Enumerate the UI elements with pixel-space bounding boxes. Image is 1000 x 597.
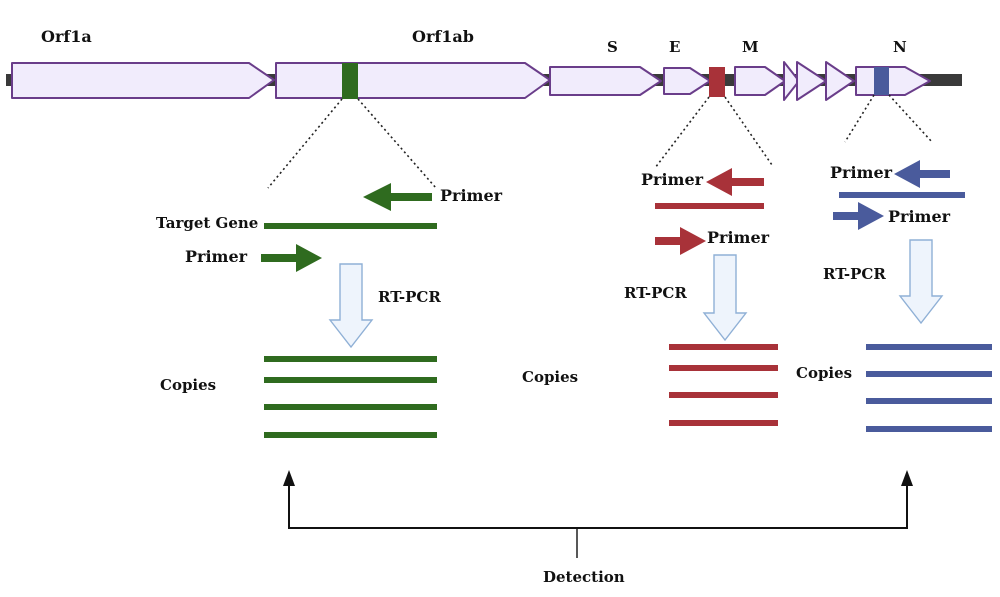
zoom-line-e-left — [654, 96, 710, 169]
assay-e: Primer Primer RT-PCR Copies — [522, 168, 778, 426]
amplicon-copy — [264, 377, 437, 383]
copies-label: Copies — [522, 368, 578, 386]
reverse-primer-arrow-icon — [894, 160, 950, 188]
amplicon-copy — [264, 404, 437, 410]
target-gene-strand — [839, 192, 965, 198]
gene-orf-small-3-block — [825, 61, 855, 101]
forward-primer-label: Primer — [707, 228, 770, 247]
gene-label-orf1a: Orf1a — [41, 27, 92, 46]
target-marker-e — [709, 67, 725, 97]
gene-n-block — [855, 66, 931, 96]
amplicon-copy — [264, 356, 437, 362]
gene-label-e: E — [669, 38, 680, 56]
target-gene-strand — [655, 203, 764, 209]
rt-pcr-label: RT-PCR — [823, 265, 886, 283]
detection-arrowhead-left-icon — [283, 470, 295, 486]
amplicon-copy — [866, 344, 992, 350]
detection-line — [288, 484, 908, 529]
gene-orf1a-block — [11, 62, 275, 99]
forward-primer-arrow-icon — [833, 202, 884, 230]
amplicon-copies — [866, 344, 992, 432]
gene-label-s: S — [607, 38, 618, 56]
detection-arrowhead-right-icon — [901, 470, 913, 486]
assay-n: Primer Primer RT-PCR Copies — [796, 160, 992, 432]
gene-e-block — [663, 67, 711, 95]
forward-primer-arrow-icon — [655, 227, 706, 255]
amplicon-copy — [866, 426, 992, 432]
target-gene-label: Target Gene — [156, 214, 258, 232]
gene-m-block — [734, 66, 786, 96]
amplicon-copy — [866, 398, 992, 404]
target-marker-n — [874, 67, 889, 95]
amplicon-copy — [264, 432, 437, 438]
zoom-line-e-right — [724, 96, 773, 166]
gene-orf1ab-block — [275, 62, 551, 99]
target-gene-strand — [264, 223, 437, 229]
detection-bracket — [288, 484, 908, 558]
rt-pcr-arrow-icon — [702, 254, 748, 342]
reverse-primer-label: Primer — [440, 186, 503, 205]
assay-orf1ab: Primer Target Gene Primer RT-PCR Copies — [156, 183, 503, 438]
rt-pcr-label: RT-PCR — [378, 288, 441, 306]
amplicon-copies — [264, 356, 437, 438]
rt-pcr-label: RT-PCR — [624, 284, 687, 302]
zoom-lines — [267, 94, 933, 189]
reverse-primer-label: Primer — [641, 170, 704, 189]
reverse-primer-arrow-icon — [363, 183, 432, 211]
zoom-line-orf1ab-left — [267, 98, 343, 189]
gene-label-orf1ab: Orf1ab — [412, 27, 474, 46]
gene-label-m: M — [742, 38, 759, 56]
amplicon-copy — [866, 371, 992, 377]
amplicon-copies — [669, 344, 778, 426]
gene-orf-small-2-block — [796, 61, 827, 101]
amplicon-copy — [669, 392, 778, 398]
zoom-line-n-left — [844, 94, 875, 143]
copies-label: Copies — [796, 364, 852, 382]
forward-primer-label: Primer — [888, 207, 951, 226]
amplicon-copy — [669, 420, 778, 426]
forward-primer-label: Primer — [185, 247, 248, 266]
rt-pcr-arrow-icon — [898, 239, 944, 325]
target-marker-orf1ab — [342, 63, 358, 99]
gene-orf-small-1-block — [783, 61, 800, 101]
gene-s-block — [549, 66, 662, 96]
rt-pcr-arrow-icon — [328, 263, 374, 349]
reverse-primer-label: Primer — [830, 163, 893, 182]
forward-primer-arrow-icon — [261, 244, 322, 272]
amplicon-copy — [669, 344, 778, 350]
zoom-line-n-right — [888, 94, 933, 143]
gene-label-n: N — [893, 38, 907, 56]
zoom-line-orf1ab-right — [357, 98, 437, 189]
reverse-primer-arrow-icon — [706, 168, 764, 196]
detection-label: Detection — [543, 568, 625, 586]
copies-label: Copies — [160, 376, 216, 394]
amplicon-copy — [669, 365, 778, 371]
